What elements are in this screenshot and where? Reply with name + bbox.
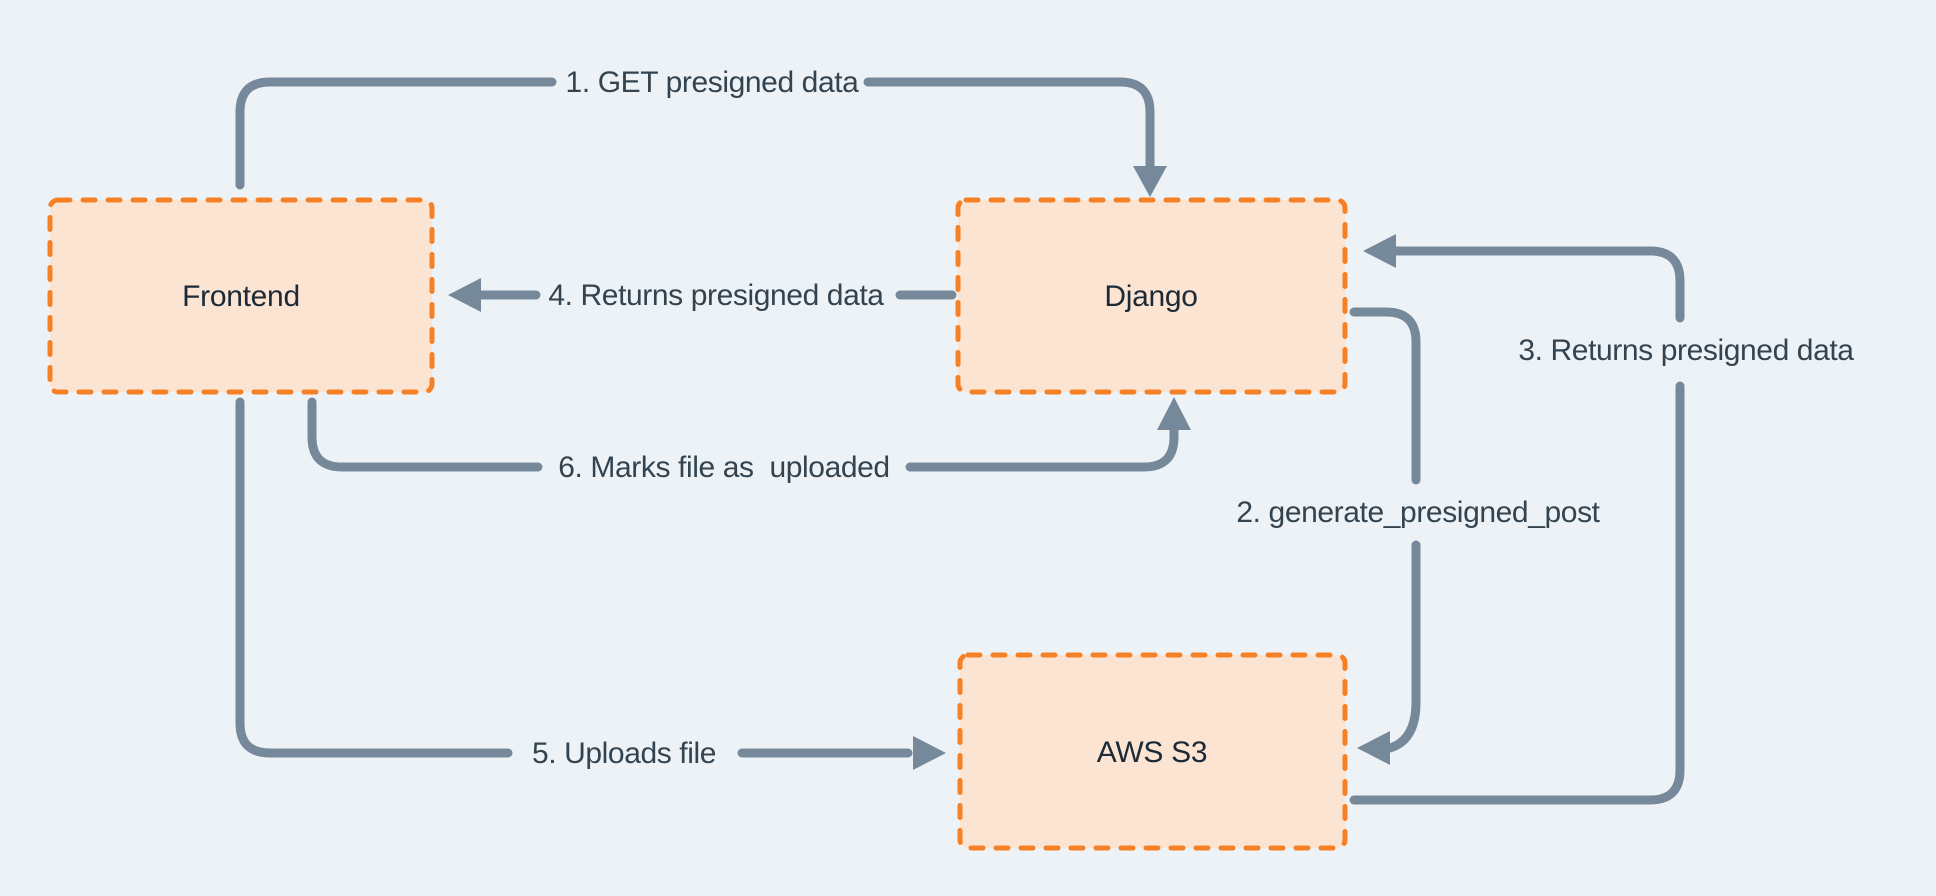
node-aws-s3-box [957,652,1348,851]
edge-step2-segment-end [1385,540,1421,753]
edge-step6-segment-end [905,425,1179,472]
arrowhead-right-icon [913,736,946,770]
node-frontend-label: Frontend [182,280,300,313]
edge-step6: 6. Marks file as uploaded [307,397,1191,484]
edge-step5-segment-start [235,397,513,758]
edge-step3-segment-end [1391,246,1685,323]
node-django-box [955,197,1348,395]
edge-step2: 2. generate_presigned_post [1236,307,1601,765]
node-frontend: Frontend [47,197,435,395]
edge-step1-label: 1. GET presigned data [566,66,860,99]
edge-step1: 1. GET presigned data [235,66,1167,197]
edge-step3-label: 3. Returns presigned data [1518,334,1854,367]
node-django-label: Django [1104,280,1197,313]
edge-step4-label: 4. Returns presigned data [548,279,884,312]
edge-step5: 5. Uploads file [235,397,946,770]
edge-step2-segment-start [1349,307,1421,485]
node-aws-s3-label: AWS S3 [1097,736,1207,769]
arrowhead-left-icon [1363,234,1396,268]
edge-step3: 3. Returns presigned data [1349,234,1855,805]
arrowhead-up-icon [1157,397,1191,430]
arrowhead-down-icon [1133,166,1167,197]
arrowhead-left-icon [448,278,481,312]
node-django: Django [955,197,1348,395]
node-frontend-box [47,197,435,395]
edge-step1-segment-start [235,77,557,190]
edge-step3-segment-start [1349,381,1685,805]
arrowhead-left-icon [1357,731,1390,765]
edge-step5-label: 5. Uploads file [532,737,716,770]
edge-step1-segment-end [863,77,1155,171]
edge-step4: 4. Returns presigned data [448,278,957,312]
node-aws-s3: AWS S3 [957,652,1348,851]
edge-step6-segment-start [307,397,543,472]
edge-step2-label: 2. generate_presigned_post [1236,496,1600,529]
edge-step6-label: 6. Marks file as uploaded [558,451,889,484]
